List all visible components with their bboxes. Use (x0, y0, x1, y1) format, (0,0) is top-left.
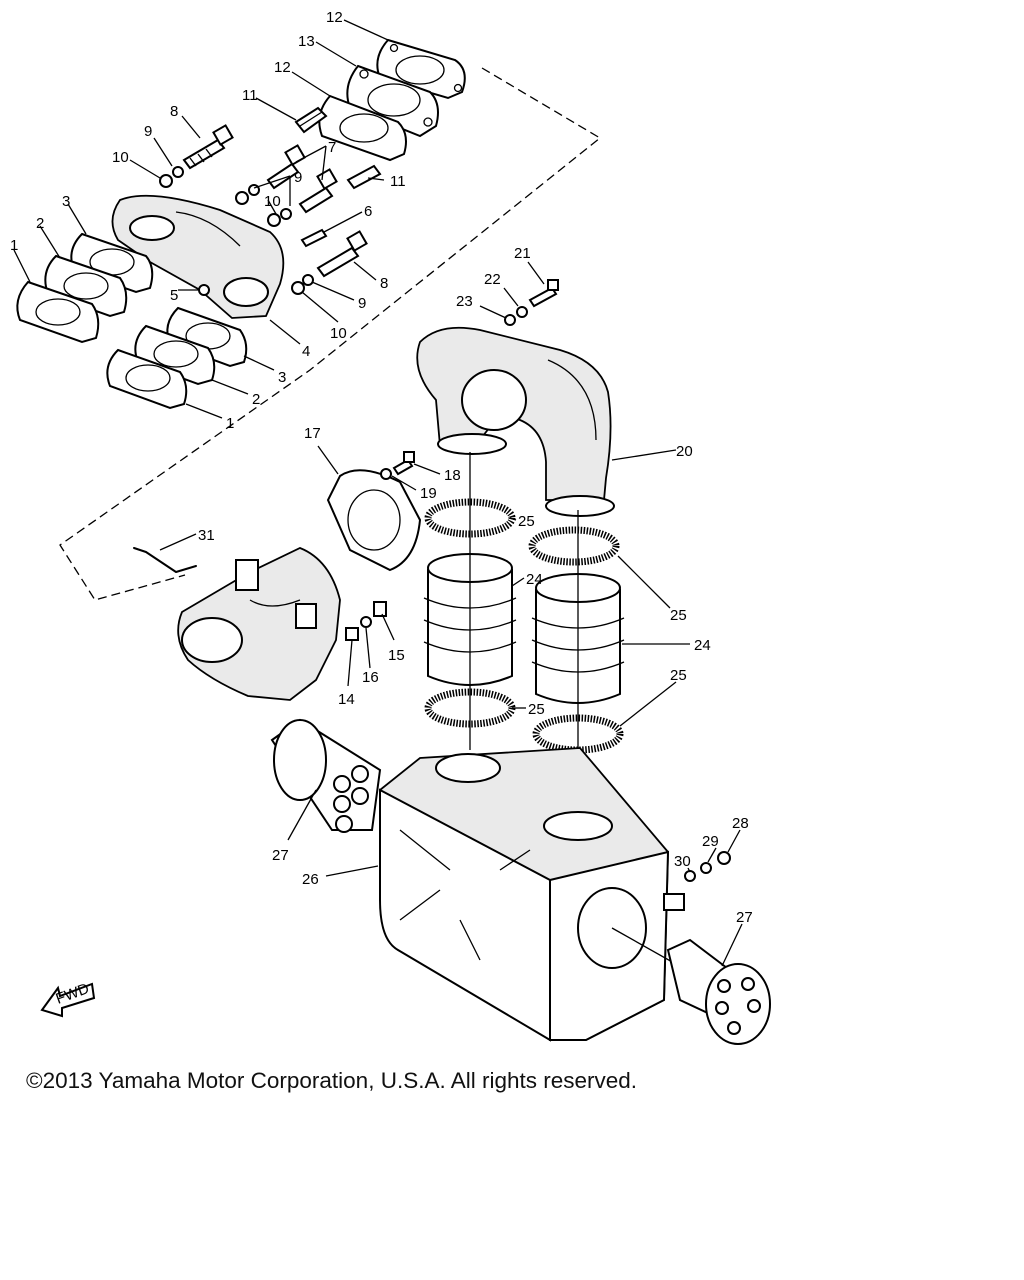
callout-labels: 12 13 12 11 8 9 10 7 9 11 10 6 3 2 1 5 8… (10, 9, 753, 926)
callout-25: 25 (518, 513, 535, 530)
callout-3: 3 (62, 193, 70, 210)
callout-27: 27 (736, 909, 753, 926)
nut-10-upper (159, 174, 173, 188)
gasket-1-right (106, 348, 188, 410)
callout-8: 8 (170, 103, 178, 120)
callout-6: 6 (364, 203, 372, 220)
callout-23: 23 (456, 293, 473, 310)
washer-9-lower (302, 274, 314, 286)
callout-1: 1 (10, 237, 18, 254)
bolt-8-lower (316, 230, 368, 278)
fwd-arrow-icon: FWD (40, 980, 96, 1018)
callout-24: 24 (694, 637, 711, 654)
callout-29: 29 (702, 833, 719, 850)
callout-16: 16 (362, 669, 379, 686)
washer-9-upper (172, 166, 184, 178)
callout-27: 27 (272, 847, 289, 864)
air-intake-elbow-20 (416, 326, 615, 517)
callout-3: 3 (278, 369, 286, 386)
callout-28: 28 (732, 815, 749, 832)
o-ring-5 (198, 284, 210, 296)
pipe-cap-27-left (270, 718, 382, 833)
washers-9-10-middle (235, 184, 292, 227)
throttle-cable-31 (133, 547, 197, 573)
callout-26: 26 (302, 871, 319, 888)
exploded-parts-diagram: FWD (10, 9, 771, 1045)
callout-9: 9 (358, 295, 366, 312)
callout-21: 21 (514, 245, 531, 262)
callout-2: 2 (252, 391, 260, 408)
callout-12: 12 (326, 9, 343, 26)
pipe-cap-27-right (666, 938, 771, 1045)
carburetor (177, 547, 341, 701)
intake-manifold-4 (111, 194, 285, 319)
callout-10: 10 (264, 193, 281, 210)
callout-22: 22 (484, 271, 501, 288)
callout-19: 19 (420, 485, 437, 502)
callout-25: 25 (670, 607, 687, 624)
callout-2: 2 (36, 215, 44, 232)
clamp-25-upper-right (528, 526, 620, 566)
callout-1: 1 (226, 415, 234, 432)
gasket-17 (326, 469, 422, 572)
bolt-21 (528, 279, 559, 308)
gasket-12-lower (318, 94, 407, 162)
stud-11-lower (346, 164, 382, 190)
callout-10: 10 (330, 325, 347, 342)
bolt-18 (392, 451, 415, 476)
callout-13: 13 (298, 33, 315, 50)
washer-22 (516, 306, 528, 318)
callout-10: 10 (112, 149, 129, 166)
callout-11: 11 (242, 87, 258, 104)
gasket-3-right (166, 306, 248, 368)
nut-10-lower (291, 281, 305, 295)
bolt-8-upper (182, 124, 234, 170)
callout-7: 7 (328, 139, 336, 156)
callout-18: 18 (444, 467, 461, 484)
spacer-2-right (134, 324, 216, 386)
spacer-13 (346, 64, 439, 138)
callout-8: 8 (380, 275, 388, 292)
air-silencer-26 (379, 747, 670, 1042)
callout-25: 25 (670, 667, 687, 684)
callout-20: 20 (676, 443, 693, 460)
gasket-1-left (16, 280, 100, 344)
callout-31: 31 (198, 527, 215, 544)
spacer-2-left (44, 254, 128, 318)
pin-6 (300, 228, 328, 248)
callout-5: 5 (170, 287, 178, 304)
callout-9: 9 (294, 169, 302, 186)
callout-11: 11 (390, 173, 406, 190)
callout-4: 4 (302, 343, 310, 360)
assembly-boundary (59, 67, 602, 601)
callout-12: 12 (274, 59, 291, 76)
washers-28-30 (663, 851, 731, 911)
copyright-notice: ©2013 Yamaha Motor Corporation, U.S.A. A… (26, 1068, 638, 1093)
callout-25: 25 (528, 701, 545, 718)
washer-19 (380, 468, 392, 480)
callout-24: 24 (526, 571, 543, 588)
callout-30: 30 (674, 853, 691, 870)
callout-17: 17 (304, 425, 321, 442)
callout-15: 15 (388, 647, 405, 664)
callout-9: 9 (144, 123, 152, 140)
callout-14: 14 (338, 691, 355, 708)
leader-lines (13, 19, 743, 967)
washer-23 (504, 314, 516, 326)
stud-11-upper (294, 106, 328, 134)
